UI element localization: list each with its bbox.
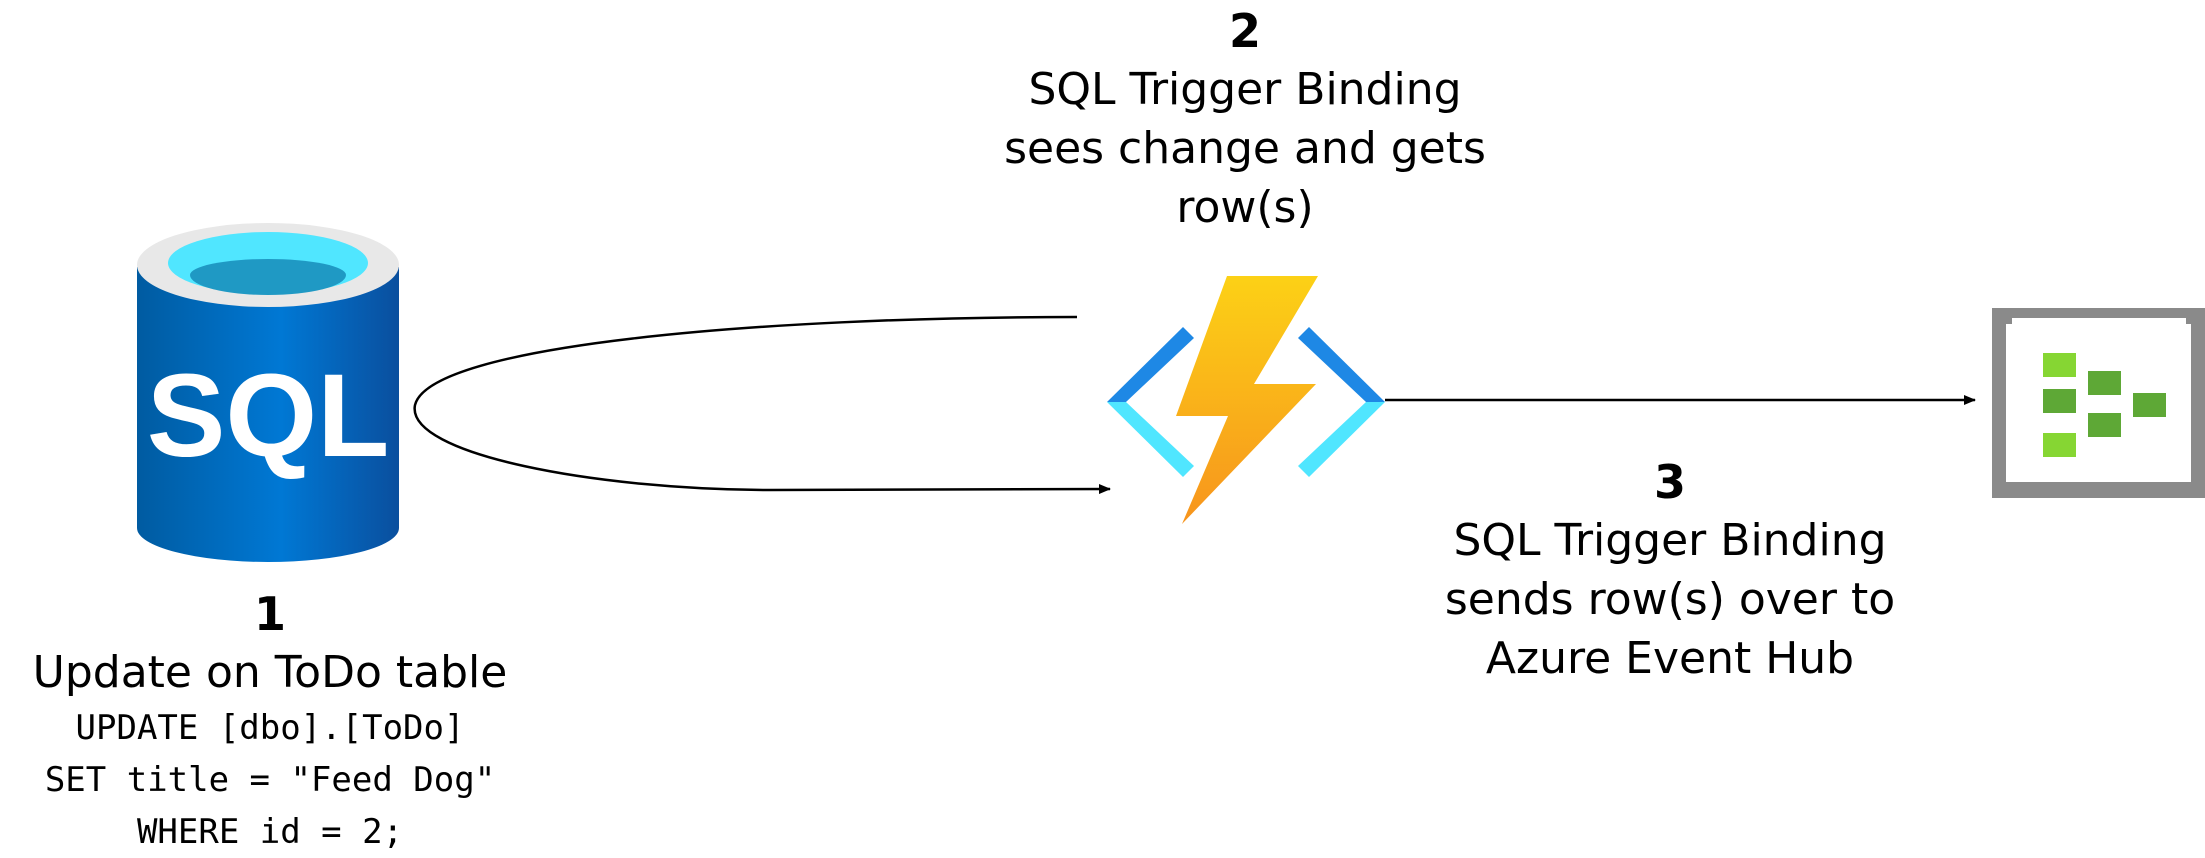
step-2-number: 2 [1228, 4, 1261, 58]
sql-database-icon: SQL [137, 223, 399, 562]
step-3-label: 3 SQL Trigger Binding sends row(s) over … [1400, 453, 1940, 688]
step-1-title: Update on ToDo table [32, 647, 508, 698]
step-2-label: 2 SQL Trigger Binding sees change and ge… [990, 2, 1500, 237]
sql-code-line-3: WHERE id = 2; [136, 812, 404, 852]
trigger-loop-arrow [413, 315, 1111, 495]
step-3-line-1: SQL Trigger Binding [1453, 515, 1887, 566]
step-2-line-1: SQL Trigger Binding [1028, 64, 1462, 115]
step-1-label: 1 Update on ToDo table UPDATE [dbo].[ToD… [0, 585, 540, 858]
step-2-line-3: row(s) [1176, 182, 1314, 233]
step-2-line-2: sees change and gets [1004, 123, 1486, 174]
azure-function-icon [1107, 276, 1385, 524]
step-3-line-2: sends row(s) over to [1444, 574, 1896, 625]
sql-code-line-2: SET title = "Feed Dog" [44, 760, 496, 800]
sql-code-line-1: UPDATE [dbo].[ToDo] [75, 708, 465, 748]
step-3-number: 3 [1653, 455, 1686, 509]
step-1-number: 1 [253, 587, 286, 641]
step-3-line-3: Azure Event Hub [1485, 633, 1855, 684]
event-hub-icon [1992, 308, 2205, 498]
sql-icon-label: SQL [147, 350, 390, 482]
